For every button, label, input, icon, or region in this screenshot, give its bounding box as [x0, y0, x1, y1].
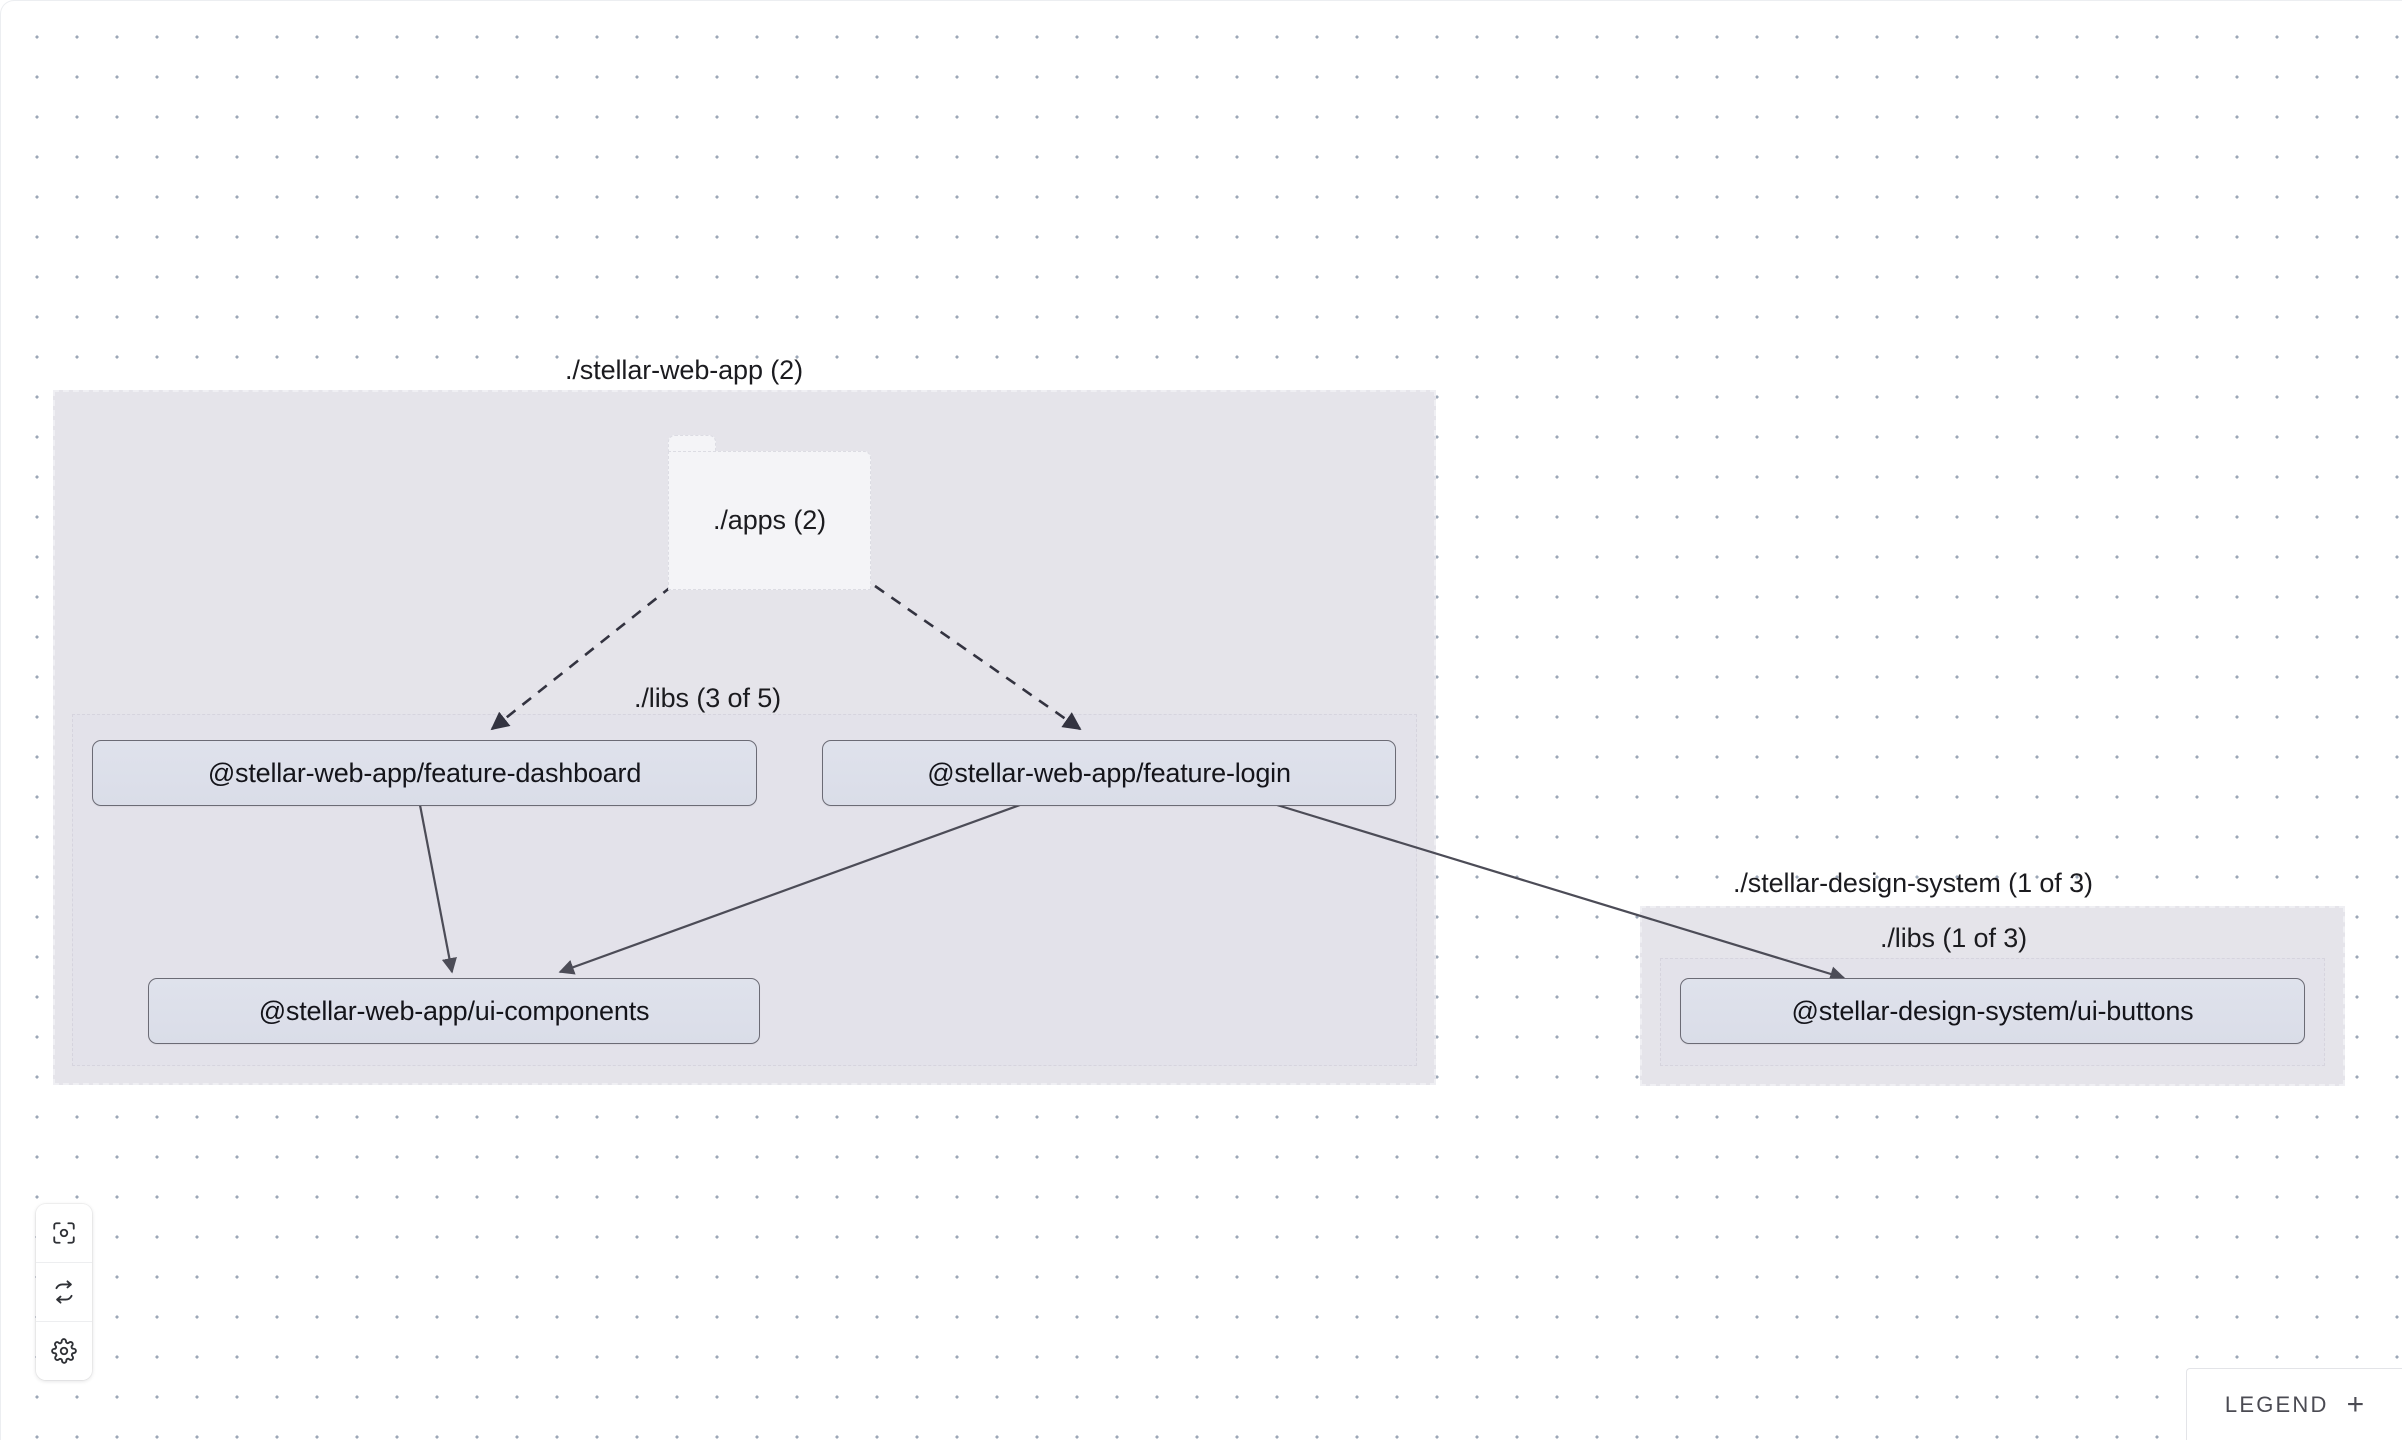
folder-node-apps-label: ./apps (2): [712, 505, 827, 535]
node-feature-dashboard[interactable]: @stellar-web-app/feature-dashboard: [92, 740, 757, 806]
graph-toolbar: [36, 1204, 92, 1380]
legend-label: LEGEND: [2224, 1391, 2329, 1417]
focus-graph-button[interactable]: [36, 1204, 92, 1263]
node-feature-login-label: @stellar-web-app/feature-login: [927, 757, 1291, 788]
folder-tab-icon: [668, 435, 716, 454]
gear-icon: [51, 1338, 77, 1364]
group-label-web-app-libs: ./libs (3 of 5): [634, 683, 782, 713]
group-label-stellar-web-app: ./stellar-web-app (2): [565, 355, 803, 385]
legend-expand-icon[interactable]: +: [2346, 1387, 2365, 1421]
node-feature-dashboard-label: @stellar-web-app/feature-dashboard: [207, 757, 642, 788]
refresh-icon: [51, 1279, 77, 1305]
group-label-design-system-libs: ./libs (1 of 3): [1880, 923, 2028, 953]
viewfinder-icon: [51, 1220, 77, 1246]
folder-node-apps[interactable]: ./apps (2): [668, 435, 871, 590]
folder-body: ./apps (2): [668, 451, 871, 590]
graph-settings-button[interactable]: [36, 1322, 92, 1380]
node-ui-components[interactable]: @stellar-web-app/ui-components: [148, 978, 760, 1044]
refresh-graph-button[interactable]: [36, 1263, 92, 1322]
legend-panel[interactable]: LEGEND +: [2186, 1368, 2402, 1440]
node-ui-buttons[interactable]: @stellar-design-system/ui-buttons: [1680, 978, 2305, 1044]
node-ui-components-label: @stellar-web-app/ui-components: [258, 995, 650, 1026]
group-label-stellar-design-system: ./stellar-design-system (1 of 3): [1733, 868, 2093, 898]
node-ui-buttons-label: @stellar-design-system/ui-buttons: [1791, 995, 2194, 1026]
node-feature-login[interactable]: @stellar-web-app/feature-login: [822, 740, 1396, 806]
